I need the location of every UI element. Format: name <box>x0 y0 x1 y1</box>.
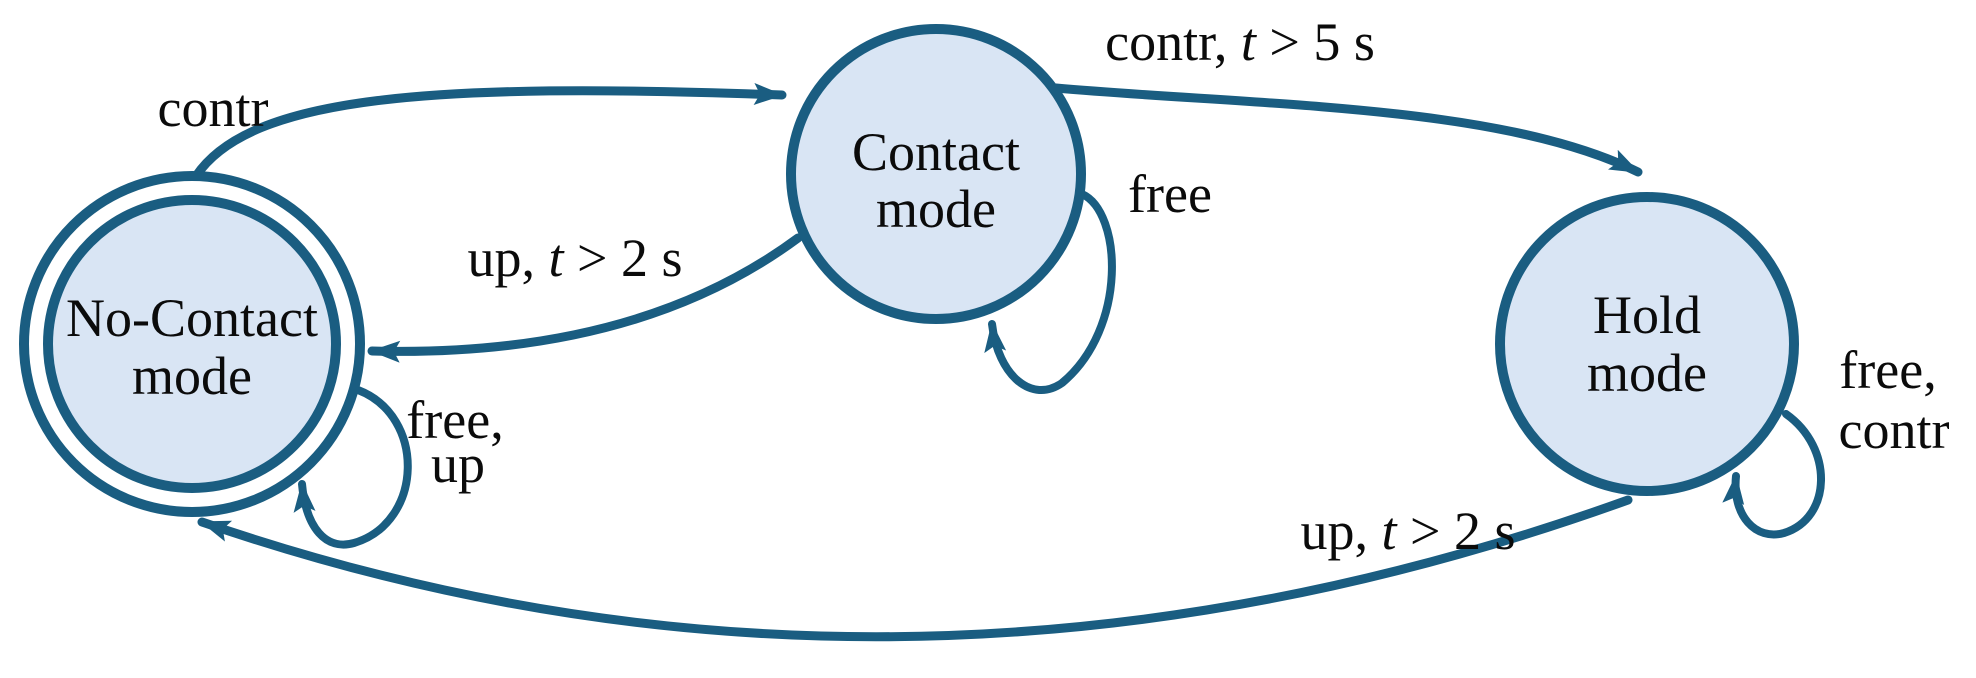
state-circle <box>1495 192 1799 496</box>
self-loop-arrow <box>293 386 412 549</box>
transition-hold-to-no-contact: up, t > 2 s <box>197 495 1633 642</box>
label-part: > 5 s <box>1256 12 1375 72</box>
transition-label: up, t > 2 s <box>468 228 683 288</box>
label-part: > 2 s <box>1397 501 1516 561</box>
transition-contact-to-hold: contr, t > 5 s <box>1051 12 1643 177</box>
transition-label: up, t > 2 s <box>1301 501 1516 561</box>
state-label-line: Contact <box>852 122 1020 182</box>
label-line: contr <box>1839 400 1950 460</box>
state-label-line: mode <box>132 346 252 406</box>
self-loop-label: free,up <box>406 390 503 494</box>
self-loop-contact: free <box>984 164 1212 394</box>
self-loop-no-contact: free,up <box>293 386 504 549</box>
transition-label: contr <box>158 78 269 138</box>
label-variable: t <box>1382 501 1399 561</box>
transition-no-contact-to-contact: contr <box>158 78 787 181</box>
state-circle <box>43 195 341 493</box>
self-loop-label: free,contr <box>1839 340 1950 460</box>
self-loop-arrow <box>984 190 1116 394</box>
self-loop-hold: free,contr <box>1722 340 1950 539</box>
state-label-line: No-Contact <box>66 288 318 348</box>
label-line: free, <box>1839 340 1936 400</box>
label-part: > 2 s <box>564 228 683 288</box>
transition-arrow <box>367 233 803 363</box>
self-loop-arrow <box>1722 410 1825 539</box>
label-part: contr, <box>1105 12 1241 72</box>
state-circle <box>786 24 1086 324</box>
transition-label: contr, t > 5 s <box>1105 12 1375 72</box>
transition-contact-to-no-contact: up, t > 2 s <box>367 228 803 363</box>
transition-arrow <box>197 495 1633 642</box>
state-label-line: mode <box>1587 343 1707 403</box>
label-variable: t <box>1241 12 1258 72</box>
label-line: up <box>431 434 485 494</box>
state-label-line: mode <box>876 179 996 239</box>
label-part: up, <box>468 228 549 288</box>
transition-arrow <box>191 82 787 181</box>
self-loop-label: free <box>1128 164 1212 224</box>
state-outer-ring <box>19 171 365 517</box>
label-line: free, <box>406 390 503 450</box>
state-label-line: Hold <box>1593 285 1701 345</box>
label-part: up, <box>1301 501 1382 561</box>
transition-arrow <box>1051 83 1643 177</box>
label-variable: t <box>549 228 566 288</box>
